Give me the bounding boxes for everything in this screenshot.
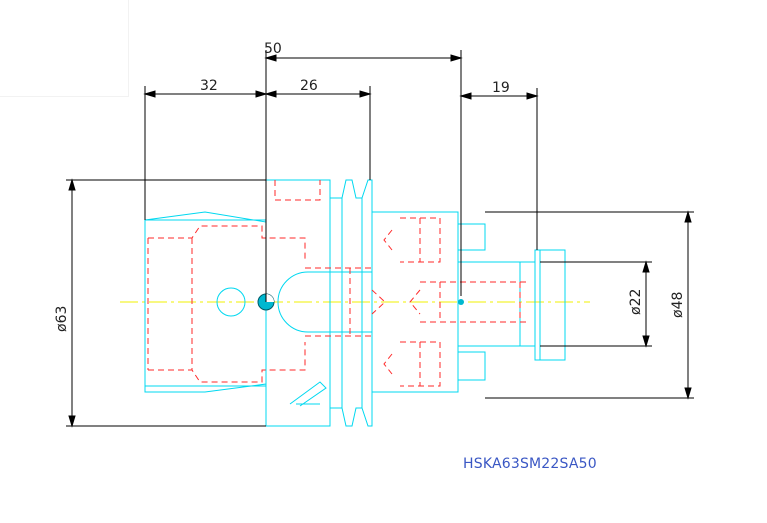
dim-phi63: ø63: [54, 306, 70, 332]
dim-50: 50: [264, 41, 282, 57]
tool-holder-outline: [144, 179, 566, 427]
dim-phi22: ø22: [628, 289, 644, 315]
dim-26: 26: [300, 78, 318, 94]
title-block-corner: [0, 0, 129, 97]
front-marker: [458, 299, 464, 305]
part-code-label: HSKA63SM22SA50: [463, 456, 597, 472]
dim-phi48: ø48: [670, 292, 686, 318]
hidden-lines: [147, 180, 530, 387]
dim-19: 19: [492, 80, 510, 96]
dim-32: 32: [200, 78, 218, 94]
dimension-lines: [66, 50, 694, 428]
